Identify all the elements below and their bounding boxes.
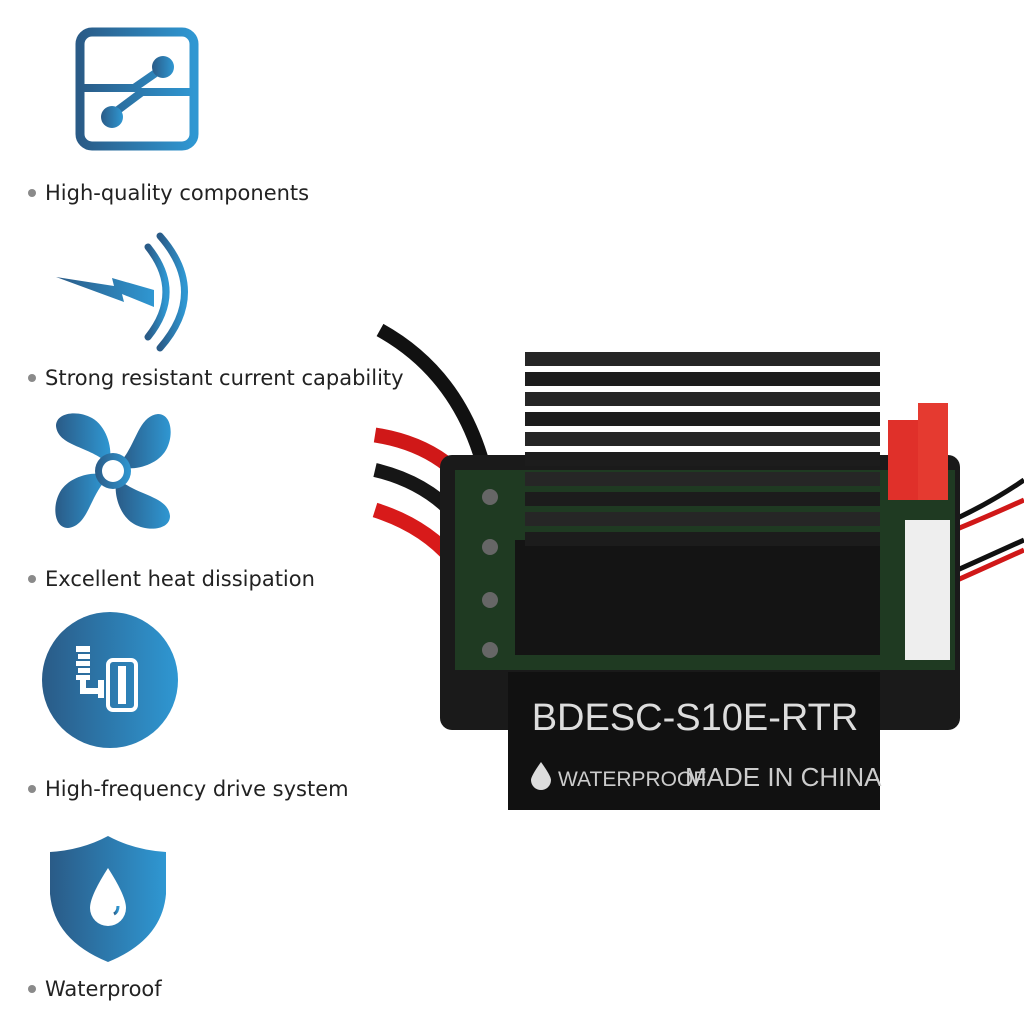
feature-current-capability: Strong resistant current capability: [28, 366, 404, 390]
heatsink-fin: [525, 432, 880, 446]
model-label: BDESC-S10E-RTR: [532, 697, 859, 739]
bullet: [28, 785, 36, 793]
circuit-icon: [75, 27, 199, 151]
suspension-tire-icon: [42, 612, 178, 748]
feature-waterproof: Waterproof: [28, 977, 162, 1001]
feature-heat-dissipation: Excellent heat dissipation: [28, 567, 315, 591]
shield-water-drop-icon: [50, 836, 166, 962]
feature-label: Waterproof: [45, 977, 162, 1001]
esc-product-photo: BDESC-S10E-RTR WATERPROOF MADE IN CHINA: [372, 323, 1024, 810]
feature-drive-system: High-frequency drive system: [28, 777, 349, 801]
feature-label: High-frequency drive system: [45, 777, 349, 801]
heatsink-fin: [525, 412, 880, 426]
heatsink-fin: [525, 512, 880, 526]
heatsink-fin: [525, 352, 880, 366]
heatsink-fin: [525, 532, 880, 546]
heatsink-fin: [525, 372, 880, 386]
heatsink-fin: [525, 392, 880, 406]
feature-label: Excellent heat dissipation: [45, 567, 315, 591]
heatsink-fin: [525, 452, 880, 466]
feature-label: Strong resistant current capability: [45, 366, 404, 390]
waterproof-label: WATERPROOF: [558, 768, 706, 791]
origin-label: MADE IN CHINA: [685, 762, 882, 792]
bullet: [28, 189, 36, 197]
heatsink-fin: [525, 492, 880, 506]
fan-icon: [55, 413, 171, 529]
bullet: [28, 374, 36, 382]
heatsink-fin: [525, 472, 880, 486]
feature-high-quality-components: High-quality components: [28, 181, 309, 205]
bullet: [28, 985, 36, 993]
feature-label: High-quality components: [45, 181, 310, 205]
bullet: [28, 575, 36, 583]
water-drop-icon: [531, 762, 551, 790]
lightning-signal-icon: [56, 232, 188, 352]
